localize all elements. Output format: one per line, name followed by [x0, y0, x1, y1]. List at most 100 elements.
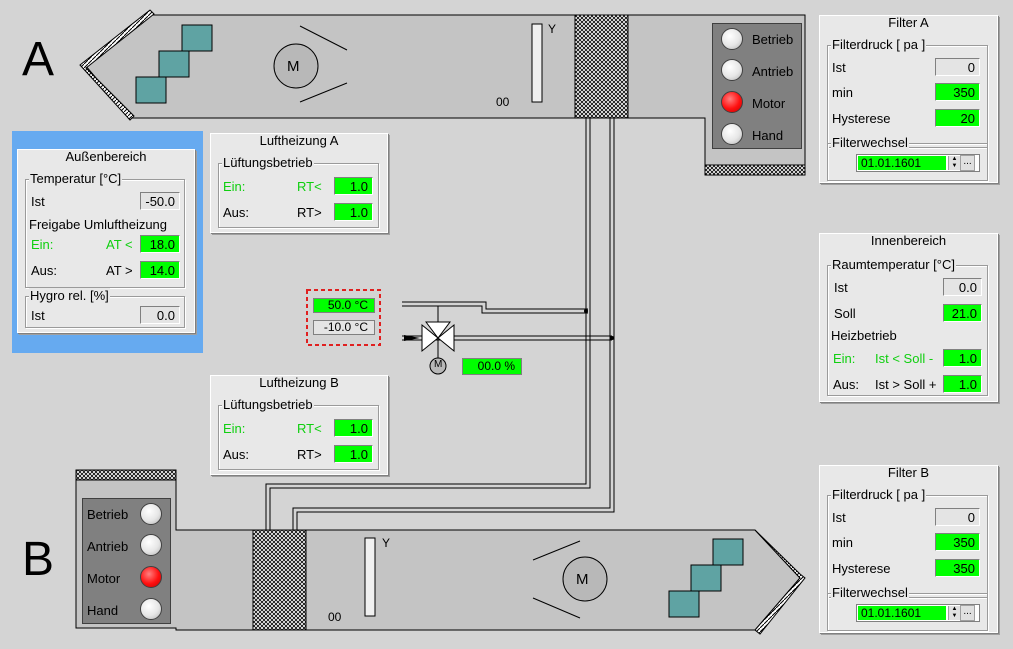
aussenbereich-panel: Außenbereich Temperatur [°C] Ist -50.0 F…	[17, 149, 195, 333]
group-label: Filterdruck [ pa ]	[831, 37, 927, 52]
hysterese-label: Hysterese	[832, 111, 891, 126]
filterdruck-min-input[interactable]: 350	[935, 83, 980, 101]
duct-b-inlet-grille	[75, 469, 177, 481]
supply-temp-value: 50.0 °C	[313, 298, 375, 313]
status-hand-lamp-b	[140, 598, 162, 620]
ein-label: Ein:	[31, 237, 54, 252]
date-spinner[interactable]: ▲▼	[948, 156, 960, 170]
heiz-aus-input[interactable]: 1.0	[943, 375, 982, 393]
status-panel-a: Betrieb Antrieb Motor Hand	[712, 23, 802, 149]
damper-a-zero-label: 00	[496, 95, 510, 109]
luftheizung-b-panel: Luftheizung B Lüftungsbetrieb Ein: RT< 1…	[210, 375, 388, 475]
hygro-group: Hygro rel. [%]	[25, 288, 185, 328]
panel-title: Luftheizung B	[259, 375, 339, 390]
hysterese-input[interactable]: 20	[935, 109, 980, 127]
soll-label: Soll	[834, 306, 856, 321]
damper-a-y-label: Y	[548, 22, 557, 36]
fan-a	[273, 43, 319, 89]
date-text[interactable]: 01.01.1601	[858, 156, 946, 170]
freigabe-aus-input[interactable]: 14.0	[140, 261, 180, 279]
group-label: Filterdruck [ pa ]	[831, 487, 927, 502]
aus-condition: RT>	[297, 205, 322, 220]
group-label: Hygro rel. [%]	[29, 288, 110, 303]
heizbetrieb-label: Heizbetrieb	[831, 328, 897, 343]
return-temp-value: -10.0 °C	[313, 320, 375, 335]
ist-label: Ist	[832, 60, 846, 75]
filterwechsel-date-picker[interactable]: 01.01.1601 ▲▼ ...	[856, 604, 980, 622]
hysterese-input[interactable]: 350	[935, 559, 980, 577]
heiz-b-ein-input[interactable]: 1.0	[334, 419, 373, 437]
date-browse-button[interactable]: ...	[960, 155, 975, 171]
damper-b	[364, 537, 376, 617]
status-label: Antrieb	[87, 539, 129, 554]
unit-b-label: B	[22, 533, 55, 586]
ein-label: Ein:	[833, 351, 856, 366]
temperatur-group: Temperatur [°C]	[25, 171, 185, 288]
raumtemperatur-group: Raumtemperatur [°C]	[827, 257, 988, 396]
aus-label: Aus:	[833, 377, 860, 392]
filterdruck-min-input[interactable]: 350	[935, 533, 980, 551]
heiz-a-ein-input[interactable]: 1.0	[334, 177, 373, 195]
duct-a-inlet-grille	[79, 9, 155, 121]
status-label: Motor	[752, 96, 786, 111]
ist-label: Ist	[31, 194, 45, 209]
group-label: Lüftungsbetrieb	[222, 155, 314, 170]
date-spinner[interactable]: ▲▼	[948, 606, 960, 620]
heiz-ein-input[interactable]: 1.0	[943, 349, 982, 367]
status-panel-b: Betrieb Antrieb Motor Hand	[82, 498, 171, 624]
valve-motor-label: M	[434, 359, 443, 370]
raum-soll-input[interactable]: 21.0	[943, 304, 982, 322]
lueftungsbetrieb-group: Lüftungsbetrieb	[218, 155, 379, 228]
freigabe-label: Freigabe Umluftheizung	[29, 217, 168, 232]
filterdruck-group: Filterdruck [ pa ]	[827, 37, 988, 148]
panel-title: Luftheizung A	[259, 133, 339, 148]
filterwechsel-date-picker[interactable]: 01.01.1601 ▲▼ ...	[856, 154, 980, 172]
status-motor-lamp-a	[721, 91, 743, 113]
group-label: Lüftungsbetrieb	[222, 397, 314, 412]
coil-b	[252, 529, 307, 631]
status-label: Hand	[752, 128, 784, 143]
date-text[interactable]: 01.01.1601	[858, 606, 946, 620]
status-hand-lamp-a	[721, 123, 743, 145]
coil-a	[574, 14, 629, 119]
filter-a-panel: Filter A Filterdruck [ pa ] Ist 0 min 35…	[819, 15, 998, 183]
status-motor-lamp-b	[140, 566, 162, 588]
aus-label: Aus:	[31, 263, 58, 278]
raum-ist-value: 0.0	[943, 278, 982, 296]
heiz-a-aus-input[interactable]: 1.0	[334, 203, 373, 221]
ein-condition: RT<	[297, 179, 322, 194]
filterdruck-ist-value: 0	[935, 58, 980, 76]
aussen-temp-ist-value: -50.0	[140, 192, 180, 210]
status-betrieb-lamp-b	[140, 503, 162, 525]
min-label: min	[832, 85, 853, 100]
lueftungsbetrieb-group: Lüftungsbetrieb	[218, 397, 379, 470]
group-label: Raumtemperatur [°C]	[831, 257, 956, 272]
innenbereich-panel: Innenbereich Raumtemperatur [°C] Ist 0.0…	[819, 233, 998, 402]
valve-position-value: 00.0 %	[462, 358, 522, 375]
ein-condition: Ist < Soll -	[875, 351, 934, 366]
date-browse-button[interactable]: ...	[960, 605, 975, 621]
status-antrieb-lamp-b	[140, 534, 162, 556]
hysterese-label: Hysterese	[832, 561, 891, 576]
mixing-valve	[404, 321, 455, 375]
aus-label: Aus:	[223, 205, 250, 220]
filter-b-panel: Filter B Filterdruck [ pa ] Ist 0 min 35…	[819, 465, 998, 633]
damper-a	[531, 23, 543, 103]
status-label: Hand	[87, 603, 119, 618]
damper-b-y-label: Y	[382, 536, 391, 550]
ein-label: Ein:	[223, 179, 246, 194]
freigabe-ein-input[interactable]: 18.0	[140, 235, 180, 253]
status-label: Betrieb	[752, 32, 794, 47]
ein-label: Ein:	[223, 421, 246, 436]
fan-b	[562, 556, 608, 602]
ein-condition: RT<	[297, 421, 322, 436]
filterwechsel-group: Filterwechsel	[827, 585, 988, 631]
fan-a-motor-label: M	[287, 58, 300, 75]
group-label: Filterwechsel	[831, 585, 909, 600]
panel-title: Filter B	[887, 465, 930, 480]
status-betrieb-lamp-a	[721, 28, 743, 50]
filter-a-steps	[135, 24, 213, 104]
heiz-b-aus-input[interactable]: 1.0	[334, 445, 373, 463]
status-label: Betrieb	[87, 507, 129, 522]
